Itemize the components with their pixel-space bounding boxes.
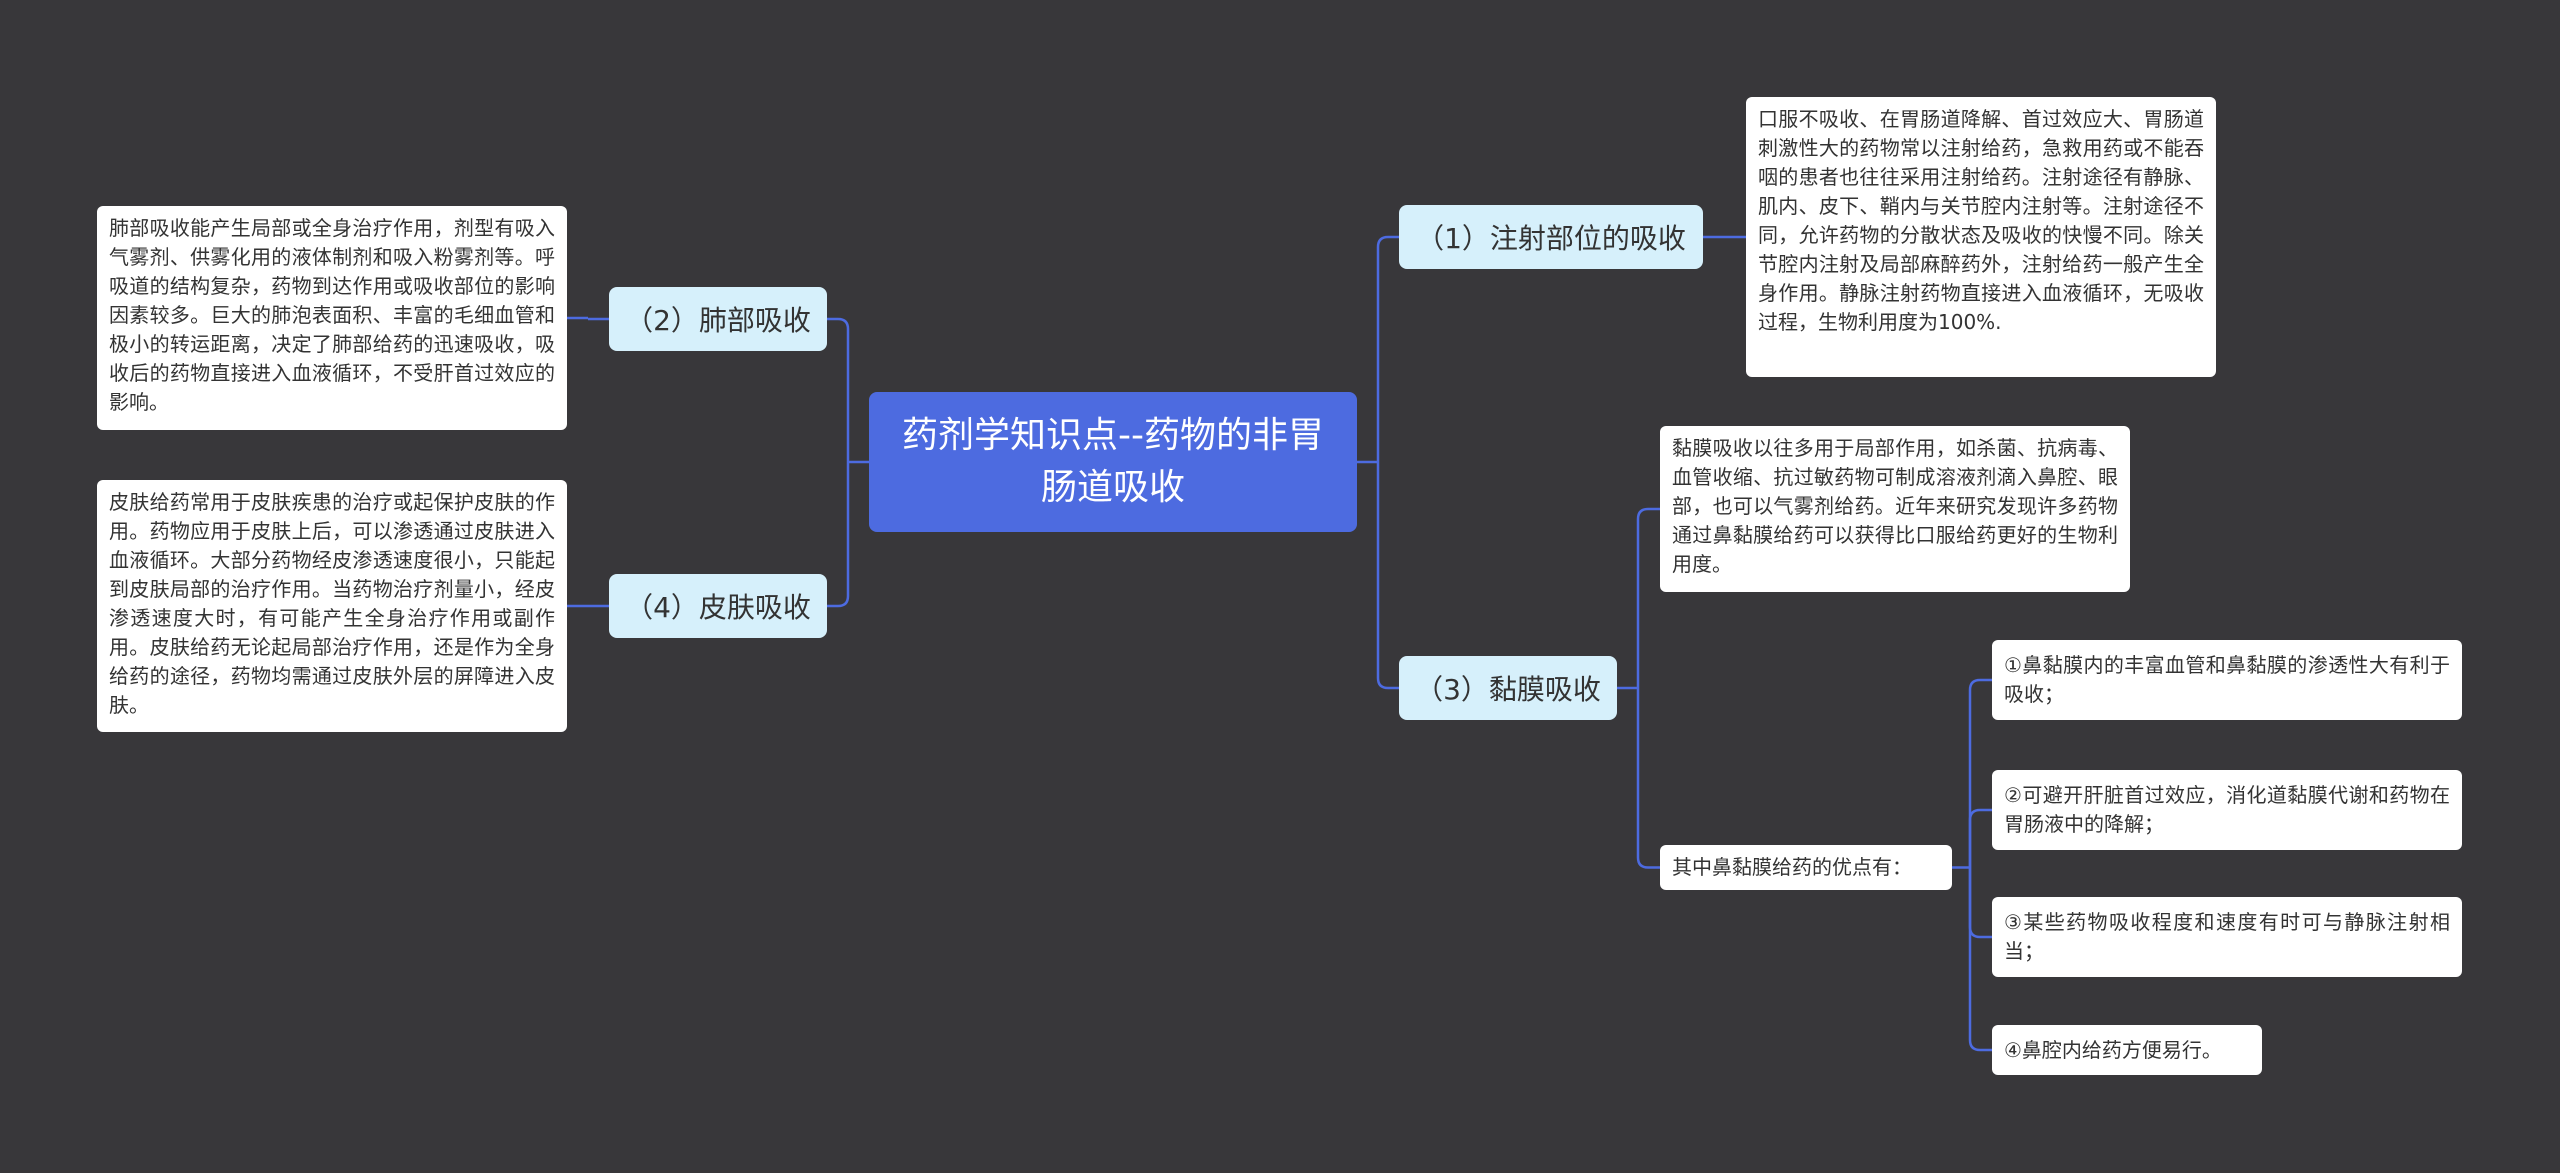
nasal-link-3 xyxy=(1968,867,1992,1052)
nasal-link-0 xyxy=(1968,678,1992,868)
mucosa-link-0 xyxy=(1636,507,1660,688)
root-left-link-0 xyxy=(827,317,850,462)
root-right-link-1 xyxy=(1376,462,1399,690)
root-topic[interactable]: 药剂学知识点--药物的非胃肠道吸收 xyxy=(869,392,1357,532)
leaf-advantage-1[interactable]: ①鼻黏膜内的丰富血管和鼻黏膜的渗透性大有利于吸收； xyxy=(1992,640,2462,720)
leaf-nasal-advantages-heading[interactable]: 其中鼻黏膜给药的优点有： xyxy=(1660,845,1952,890)
branch-lung[interactable]: （2）肺部吸收 xyxy=(609,287,827,351)
leaf-advantage-2[interactable]: ②可避开肝脏首过效应，消化道黏膜代谢和药物在胃肠液中的降解； xyxy=(1992,770,2462,850)
nasal-link-2 xyxy=(1968,867,1992,939)
leaf-injection-detail[interactable]: 口服不吸收、在胃肠道降解、首过效应大、胃肠道刺激性大的药物常以注射给药，急救用药… xyxy=(1746,97,2216,377)
leaf-skin-detail[interactable]: 皮肤给药常用于皮肤疾患的治疗或起保护皮肤的作用。药物应用于皮肤上后，可以渗透通过… xyxy=(97,480,567,732)
branch-mucosa[interactable]: （3）黏膜吸收 xyxy=(1399,656,1617,720)
branch-injection[interactable]: （1）注射部位的吸收 xyxy=(1399,205,1703,269)
branch-skin[interactable]: （4）皮肤吸收 xyxy=(609,574,827,638)
root-right-link-0 xyxy=(1376,235,1399,462)
leaf-advantage-4[interactable]: ④鼻腔内给药方便易行。 xyxy=(1992,1025,2262,1075)
leaf-mucosa-detail[interactable]: 黏膜吸收以往多用于局部作用，如杀菌、抗病毒、血管收缩、抗过敏药物可制成溶液剂滴入… xyxy=(1660,426,2130,592)
root-left-link-1 xyxy=(827,462,850,608)
leaf-lung-detail[interactable]: 肺部吸收能产生局部或全身治疗作用，剂型有吸入气雾剂、供雾化用的液体制剂和吸入粉雾… xyxy=(97,206,567,430)
mucosa-link-1 xyxy=(1636,688,1660,869)
nasal-link-1 xyxy=(1968,808,1992,868)
leaf-advantage-3[interactable]: ③某些药物吸收程度和速度有时可与静脉注射相当； xyxy=(1992,897,2462,977)
